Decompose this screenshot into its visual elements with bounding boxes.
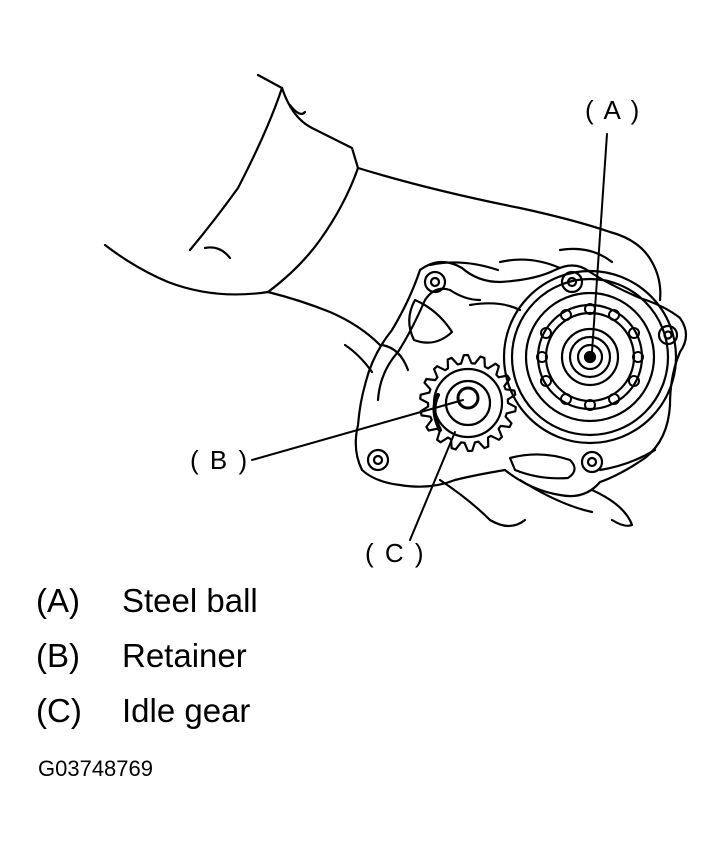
forearm-outline (266, 166, 612, 347)
legend-item-c: (C) Idle gear (36, 692, 258, 747)
leader-line-a (591, 133, 608, 353)
legend-item-a: (A) Steel ball (36, 582, 258, 637)
pump-housing (354, 260, 688, 498)
legend-label: Steel ball (122, 582, 258, 619)
leader-line-b (251, 399, 464, 461)
figure-code: G03748769 (38, 756, 153, 781)
legend-item-b: (B) Retainer (36, 637, 258, 692)
idle-gear (419, 353, 517, 453)
leader-line-c (409, 431, 456, 541)
callout-label-a: ( A ) (585, 95, 642, 125)
bearing-assembly (502, 269, 678, 445)
sleeve-outline (103, 73, 360, 296)
legend-label: Retainer (122, 637, 247, 674)
legend-key: (A) (36, 582, 80, 619)
oil-pump-illustration (103, 73, 688, 541)
retainer (456, 386, 480, 410)
legend: (A) Steel ball (B) Retainer (C) Idle gea… (36, 582, 258, 747)
legend-label: Idle gear (122, 692, 251, 729)
callout-label-b: ( B ) (190, 445, 250, 475)
callout-label-c: ( C ) (365, 538, 426, 568)
legend-key: (B) (36, 637, 80, 674)
leader-lines (251, 133, 608, 541)
steel-ball (583, 350, 597, 364)
legend-key: (C) (36, 692, 82, 729)
hand-outline (343, 230, 662, 528)
